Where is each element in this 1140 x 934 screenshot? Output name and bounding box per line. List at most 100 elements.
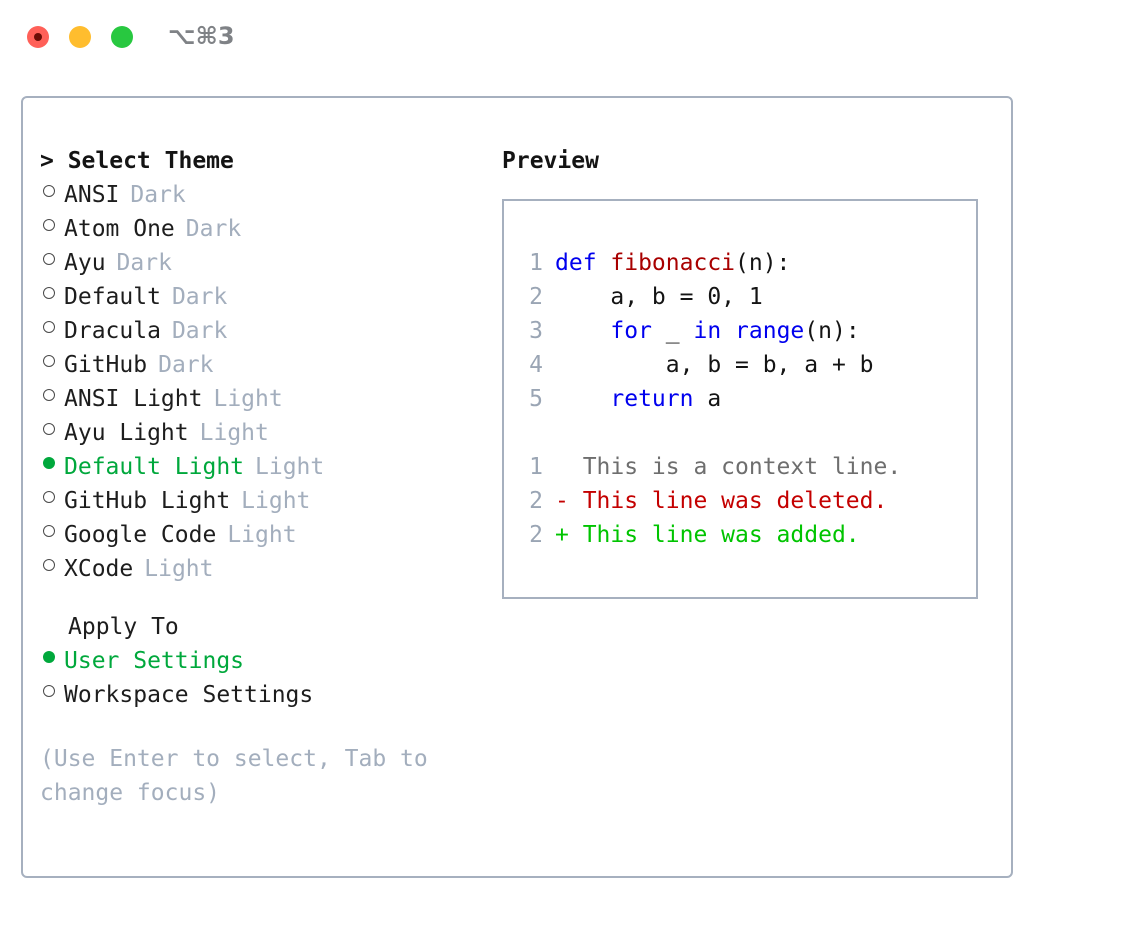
code-text: a, b = b, a + b [555,348,874,382]
line-number: 1 [529,250,543,276]
window-title-shortcut: ⌥⌘3 [168,22,235,50]
option-label: GitHub Light [64,488,231,514]
theme-option-row[interactable]: ANSI Dark [40,178,480,212]
code-line: 4 a, b = b, a + b [515,348,970,382]
apply-to-option-row[interactable]: User Settings [40,644,480,678]
diff-lines: 1 This is a context line. 2 - This line wa… [515,450,970,552]
diff-line: 1 This is a context line. [515,450,970,484]
diff-text-ctx: This is a context line. [555,454,902,480]
code-token-kw: for [610,318,652,344]
option-variant-badge: Light [241,488,311,514]
code-token-kw: return [610,386,694,412]
theme-option-row[interactable]: Google Code Light [40,518,480,552]
line-number: 1 [529,454,543,480]
code-line: 5 return a [515,382,970,416]
code-token-plain [555,318,610,344]
theme-option-row[interactable]: Default Dark [40,280,480,314]
theme-option-row[interactable]: Dracula Dark [40,314,480,348]
code-token-plain: a, b = 0, 1 [555,284,763,310]
code-token-plain: _ [651,318,694,344]
option-label: Ayu [64,250,106,276]
code-line: 1 def fibonacci(n): [515,246,970,280]
code-token-plain: (n): [735,250,791,276]
theme-option-row[interactable]: Ayu Dark [40,246,480,280]
code-token-plain: a [693,386,722,412]
option-label: User Settings [64,648,245,674]
option-variant-badge: Dark [158,352,214,378]
code-diff-spacer [515,416,970,450]
option-label: ANSI Light [64,386,203,412]
keyboard-hint-text: (Use Enter to select, Tab to change focu… [40,746,442,806]
minimize-button[interactable] [69,26,91,48]
code-token-plain: (n): [804,318,860,344]
theme-option-row[interactable]: GitHub Dark [40,348,480,382]
theme-option-row[interactable]: ANSI Light Light [40,382,480,416]
apply-to-option-row[interactable]: Workspace Settings [40,678,480,712]
option-label: ANSI [64,182,120,208]
line-number: 4 [529,352,543,378]
option-variant-badge: Light [213,386,283,412]
code-token-kw: def [555,250,611,276]
apply-to-header: Apply To [68,614,179,640]
theme-option-row[interactable]: GitHub Light Light [40,484,480,518]
option-variant-badge: Light [255,454,325,480]
code-token-kw: range [735,318,805,344]
theme-option-row[interactable]: Atom One Dark [40,212,480,246]
option-variant-badge: Dark [171,318,228,344]
line-number: 5 [529,386,543,412]
diff-text-del: - This line was deleted. [555,488,888,514]
section-spacer [40,586,480,610]
option-variant-badge: Dark [185,216,242,242]
option-label: Google Code [64,522,217,548]
theme-option-row[interactable]: Default Light Light [40,450,480,484]
option-label: Default [64,284,161,310]
theme-option-row[interactable]: XCode Light [40,552,480,586]
option-variant-badge: Light [199,420,269,446]
code-text: return a [555,382,721,416]
diff-line: 2 - This line was deleted. [515,484,970,518]
code-text: for _ in range(n): [555,314,860,348]
diff-text-add: + This line was added. [555,522,860,548]
code-token-plain: a, b = b, a + b [555,352,874,378]
option-label: Dracula [64,318,161,344]
option-label: Atom One [64,216,175,242]
code-token-plain [721,318,735,344]
line-number: 3 [529,318,543,344]
code-token-plain [555,386,610,412]
option-variant-badge: Light [227,522,297,548]
option-label: Ayu Light [64,420,189,446]
select-theme-header: > Select Theme [40,148,234,174]
option-label: Default Light [64,454,245,480]
code-text: a, b = 0, 1 [555,280,763,314]
theme-option-row[interactable]: Ayu Light Light [40,416,480,450]
line-number: 2 [529,488,543,514]
preview-header: Preview [502,148,599,174]
maximize-button[interactable] [111,26,133,48]
traffic-light-group [27,26,133,48]
option-variant-badge: Dark [171,284,228,310]
option-label: Workspace Settings [64,682,314,708]
window-titlebar: ⌥⌘3 [0,0,1140,78]
option-label: GitHub [64,352,148,378]
code-line: 3 for _ in range(n): [515,314,970,348]
close-button[interactable] [27,26,49,48]
option-label: XCode [64,556,134,582]
line-number: 2 [529,522,543,548]
code-token-kw: in [693,318,722,344]
code-text: def fibonacci(n): [555,246,790,280]
diff-line: 2 + This line was added. [515,518,970,552]
line-number: 2 [529,284,543,310]
option-variant-badge: Dark [130,182,186,208]
code-line: 2 a, b = 0, 1 [515,280,970,314]
code-token-fn: fibonacci [610,250,736,276]
option-variant-badge: Dark [116,250,172,276]
option-variant-badge: Light [144,556,214,582]
